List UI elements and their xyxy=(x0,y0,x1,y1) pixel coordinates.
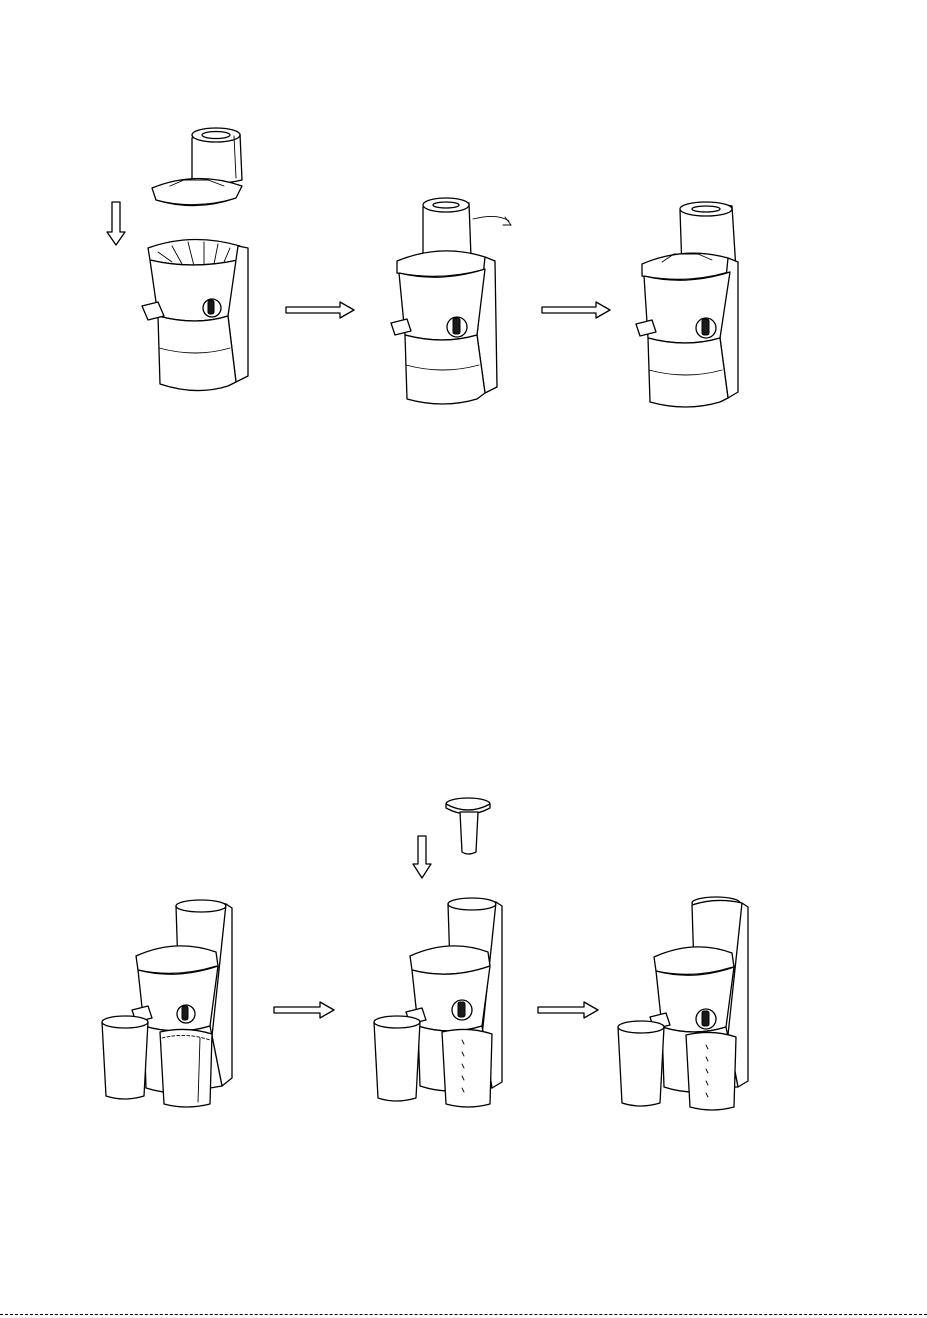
down-arrow-icon xyxy=(107,202,125,245)
juicer-ready-icon xyxy=(616,895,751,1115)
juicer-pusher-insert-icon xyxy=(372,796,522,1110)
right-arrow-icon xyxy=(284,300,356,320)
right-arrow-icon xyxy=(536,1000,600,1020)
page-bottom-rule xyxy=(0,1314,927,1315)
juicer-lid-lowering-icon xyxy=(100,120,260,405)
juicer-with-cups-icon xyxy=(100,898,240,1110)
juicer-assembled-icon xyxy=(632,200,752,415)
food-pusher-icon xyxy=(446,798,490,854)
juicer-lid-rotate-icon xyxy=(385,195,520,410)
down-arrow-icon xyxy=(413,836,431,878)
rotate-arrow-icon xyxy=(473,216,511,225)
right-arrow-icon xyxy=(272,1000,336,1020)
right-arrow-icon xyxy=(540,300,612,320)
